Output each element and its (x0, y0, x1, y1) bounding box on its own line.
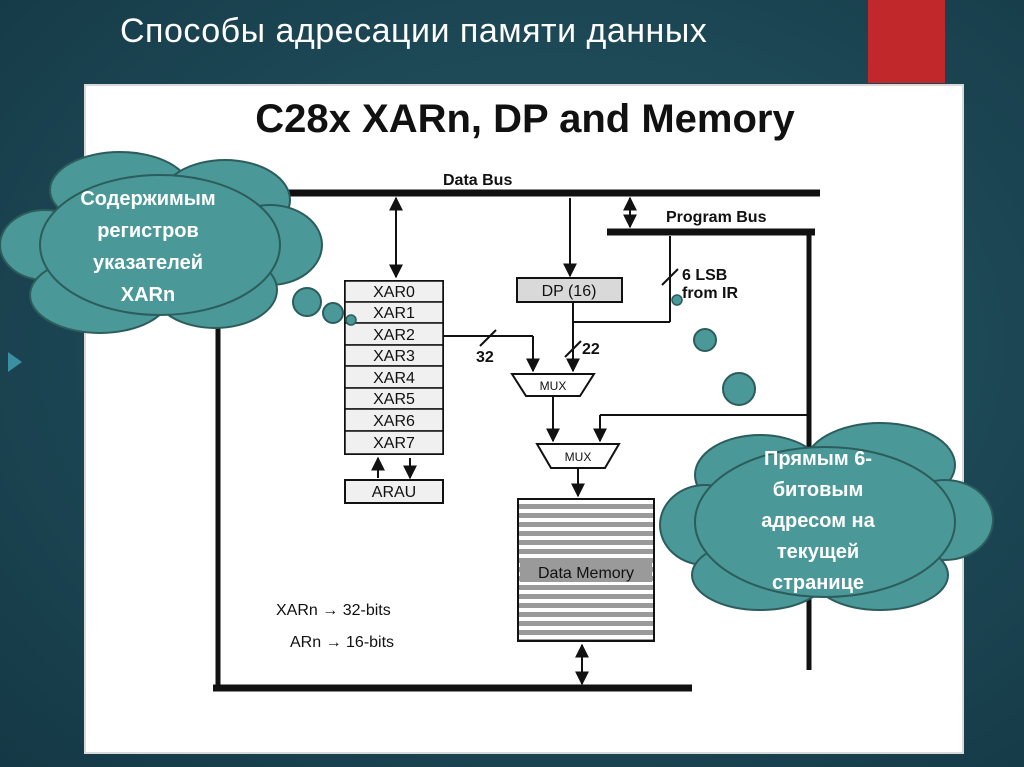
right-callout-line: странице (772, 572, 864, 594)
width22-label: 22 (582, 341, 600, 358)
register-label: XAR6 (373, 413, 415, 430)
right-callout-line: Прямым 6- (764, 448, 872, 470)
width32-slash (479, 329, 497, 347)
right-callout-line: адресом на (761, 510, 875, 532)
register-row (344, 430, 444, 455)
lsb-label-line2: from IR (682, 285, 738, 302)
right-callout-line: битовым (773, 479, 864, 501)
register-label: XAR3 (373, 348, 415, 365)
program-bus-label: Program Bus (666, 209, 767, 226)
data-bus-label: Data Bus (443, 172, 512, 189)
left-callout-line: Содержимым (80, 188, 215, 210)
dp-register-box (516, 277, 623, 303)
width22-slash (564, 340, 582, 358)
accent-block (868, 0, 945, 83)
diagram-title: C28x XARn, DP and Memory (255, 97, 795, 141)
data-memory-label: Data Memory (538, 565, 634, 582)
note-xarn: XARn → 32-bits (276, 602, 391, 619)
dp-label: DP (16) (542, 283, 597, 300)
slide-title: Способы адресации памяти данных (120, 12, 708, 50)
data-memory-label-bg (520, 562, 652, 582)
mux2-shape (535, 443, 621, 469)
note-arn: ARn → 16-bits (290, 634, 394, 651)
register-label: XAR1 (373, 305, 415, 322)
mux2-label: MUX (565, 450, 592, 464)
arau-label: ARAU (372, 484, 416, 501)
register-label: XAR0 (373, 284, 415, 301)
mux1-label: MUX (540, 379, 567, 393)
left-callout-line: регистров (97, 220, 199, 242)
left-callout-cloud: Содержимым регистров указателей XARn (0, 151, 357, 334)
lsb-slash (661, 268, 679, 286)
left-callout-line: XARn (121, 284, 175, 306)
lsb-label-line1: 6 LSB (682, 267, 727, 284)
mux1-shape (510, 373, 596, 397)
width32-label: 32 (476, 349, 494, 366)
left-callout-line: указателей (93, 252, 203, 274)
register-label: XAR2 (373, 327, 415, 344)
register-list: XAR0 XAR1 XAR2 XAR3 XAR4 XAR5 XAR6 XAR7 (344, 280, 444, 455)
register-label: XAR4 (373, 370, 415, 387)
register-label: XAR5 (373, 391, 415, 408)
right-callout-line: текущей (777, 541, 859, 563)
register-label: XAR7 (373, 435, 415, 452)
bullet-arrow-icon (8, 352, 22, 372)
right-callout-cloud: Прямым 6- битовым адресом на текущей стр… (659, 294, 994, 611)
arau-box (344, 479, 444, 504)
